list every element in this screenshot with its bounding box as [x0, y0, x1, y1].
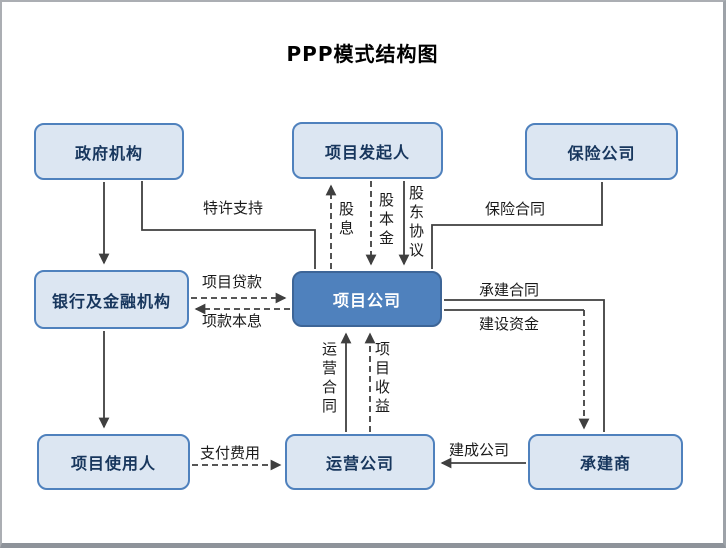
edge-label-operation-contract: 运营合同 [320, 341, 338, 417]
edge-label-dividend: 股息 [337, 201, 355, 239]
node-government-label: 政府机构 [74, 143, 143, 163]
edge-label-shareholder-agreement: 股东协议 [407, 185, 425, 261]
node-project-company: 项目公司 [292, 271, 442, 327]
node-user: 项目使用人 [37, 434, 190, 490]
edge-label-project-loan: 项目贷款 [202, 273, 263, 291]
node-sponsor: 项目发起人 [292, 122, 443, 179]
node-operator-label: 运营公司 [325, 454, 394, 473]
node-bank-label: 银行及金融机构 [51, 291, 171, 311]
node-sponsor-label: 项目发起人 [324, 142, 410, 162]
node-project-company-label: 项目公司 [332, 291, 401, 310]
diagram-title: PPP模式结构图 [286, 42, 439, 66]
edge-label-insurance-contract: 保险合同 [485, 200, 546, 218]
node-operator: 运营公司 [285, 434, 435, 490]
edge-label-franchise-support: 特许支持 [203, 199, 264, 217]
edge-label-construction-contract: 承建合同 [479, 281, 540, 299]
node-user-label: 项目使用人 [70, 454, 156, 473]
node-contractor: 承建商 [528, 434, 683, 490]
node-contractor-label: 承建商 [579, 454, 631, 473]
edge-label-loan-principal-interest: 项款本息 [202, 312, 263, 330]
edge-franchise-support-line [141, 181, 316, 269]
node-bank: 银行及金融机构 [34, 270, 189, 329]
node-insurance-label: 保险公司 [567, 143, 636, 163]
edge-label-construction-funds: 建设资金 [479, 315, 540, 333]
edge-label-equity-capital: 股本金 [377, 192, 395, 249]
edge-label-pay-fees: 支付费用 [200, 444, 261, 462]
node-government: 政府机构 [34, 123, 184, 180]
edge-insurance-contract-line [431, 182, 603, 269]
edge-label-completed-project: 建成公司 [449, 441, 510, 459]
edge-label-project-revenue: 项目收益 [373, 341, 391, 417]
node-insurance: 保险公司 [525, 123, 678, 180]
